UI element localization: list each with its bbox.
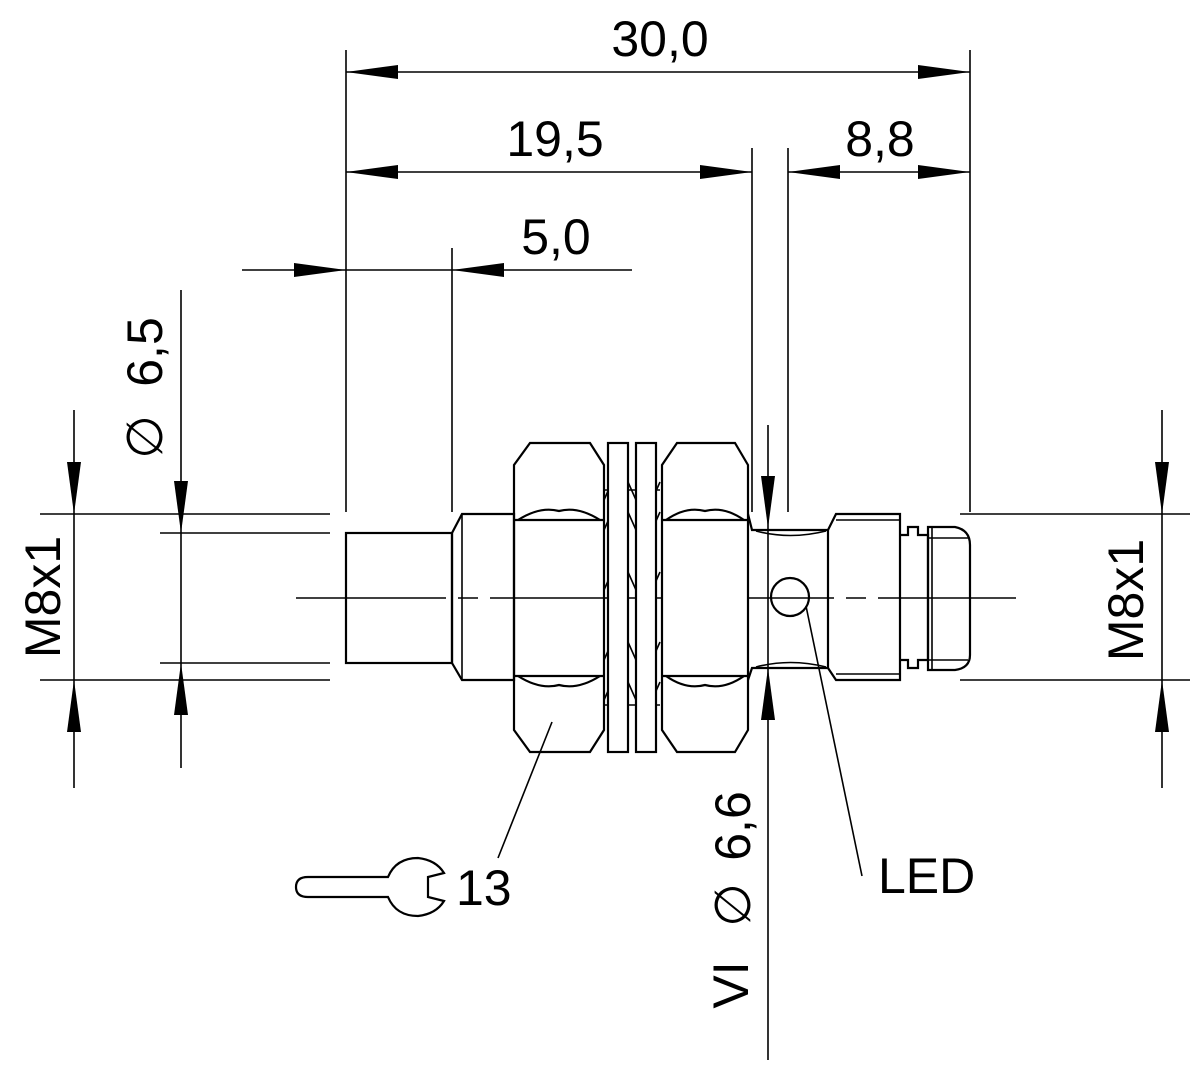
led-housing	[746, 512, 902, 682]
washer-2	[634, 441, 658, 754]
dimension-sensing-face-diameter: ∅ 6,5	[117, 290, 188, 768]
extension-lines	[40, 50, 1190, 681]
hex-nut-right	[660, 441, 750, 754]
diameter-symbol-6-6: ∅	[705, 883, 761, 927]
wrench-icon	[294, 856, 446, 918]
wrench-size-label: 13	[456, 860, 512, 916]
thread-label-left: M8x1	[15, 536, 71, 658]
led-indicator	[769, 576, 811, 618]
dim-label-6-5: 6,5	[117, 317, 173, 387]
connector-m8	[900, 525, 972, 672]
dim-label-6-6: 6,6	[705, 791, 761, 861]
dimension-thread-right: M8x1	[1098, 410, 1169, 788]
dim-label-19-5: 19,5	[506, 111, 603, 167]
dimension-connector-length: 8,8	[788, 111, 970, 179]
diameter-symbol-6-5: ∅	[117, 415, 173, 459]
dimension-overall-length: 30,0	[346, 11, 970, 79]
dim-label-30: 30,0	[611, 11, 708, 67]
dimension-length-to-nut: 19,5	[346, 111, 752, 179]
max-symbol: VI	[703, 961, 759, 1008]
led-callout: LED	[805, 605, 975, 904]
dim-label-5-0: 5,0	[521, 209, 591, 265]
hex-nut-left	[512, 441, 606, 754]
sensor-body	[344, 441, 972, 754]
wrench-size-callout: 13	[294, 721, 553, 918]
washer-1	[606, 441, 630, 754]
dim-label-8-8: 8,8	[845, 111, 915, 167]
led-label: LED	[878, 848, 975, 904]
dimension-thread-left: M8x1	[15, 410, 81, 788]
thread-label-right: M8x1	[1098, 539, 1154, 661]
dimension-sensing-face-length: 5,0	[242, 209, 632, 277]
